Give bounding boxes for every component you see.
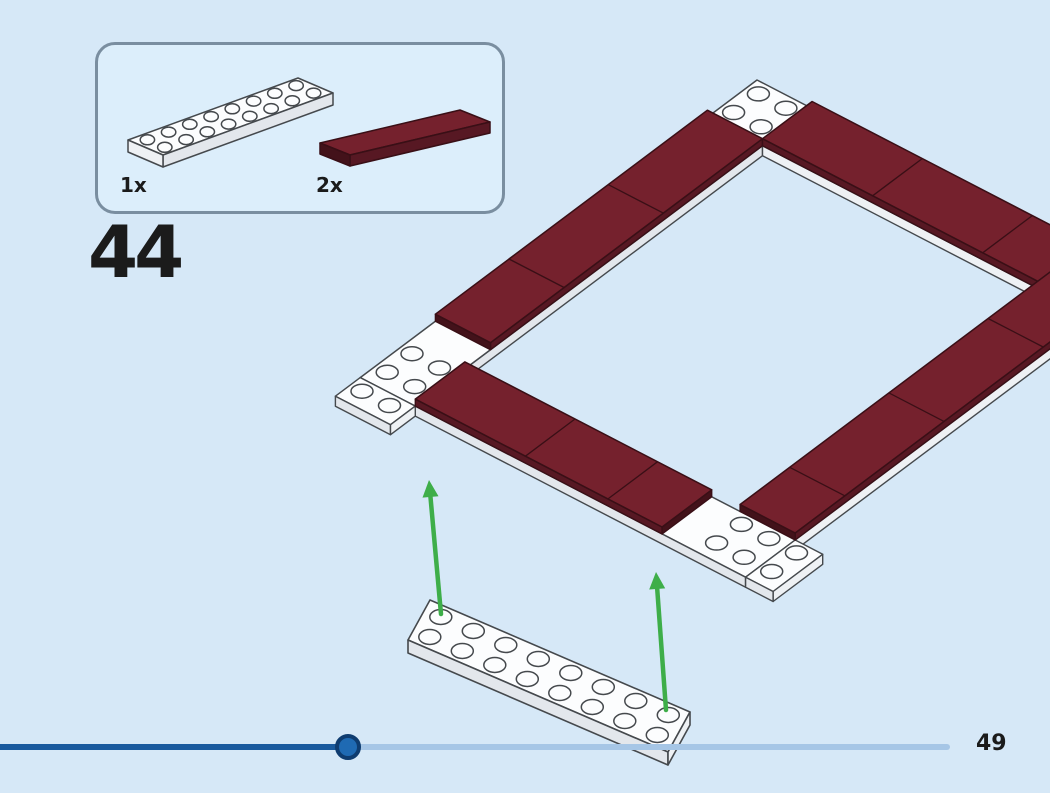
stud <box>548 684 572 702</box>
step-number: 44 <box>88 210 184 294</box>
tile-joint <box>525 418 576 457</box>
stud <box>613 712 637 730</box>
stud <box>139 134 156 146</box>
stud <box>591 678 616 696</box>
progress-track-empty[interactable] <box>347 744 950 750</box>
tile-joint <box>607 184 664 214</box>
stud <box>721 104 746 121</box>
frame-plate-end-side <box>744 576 774 603</box>
placement-arrow-head <box>422 480 439 498</box>
placement-arrow-icon <box>427 491 444 617</box>
stud <box>305 87 322 99</box>
dark-red-tile-1x4 <box>319 109 491 167</box>
stud <box>266 87 283 100</box>
stud <box>350 383 374 399</box>
tile-band-top <box>414 361 713 528</box>
stud <box>418 628 442 646</box>
stud <box>461 622 486 640</box>
stud <box>749 119 773 135</box>
stud <box>199 126 216 138</box>
callout-tile-side <box>319 142 351 167</box>
progress-knob[interactable] <box>334 734 361 760</box>
stud <box>656 706 681 724</box>
tile-band-top <box>739 271 1050 534</box>
tile-joint <box>607 461 658 500</box>
stud <box>156 141 173 154</box>
stud <box>402 378 427 395</box>
stud <box>377 397 402 414</box>
stud <box>494 636 518 654</box>
stud <box>220 118 237 130</box>
stud <box>526 650 551 668</box>
tile-joint <box>888 392 945 422</box>
tile-joint <box>987 317 1044 348</box>
stud <box>624 692 648 710</box>
stud <box>427 360 452 376</box>
white-plate-2x8 <box>127 77 334 168</box>
placement-arrow-head <box>649 572 666 590</box>
stud <box>160 126 177 138</box>
stud <box>729 516 754 533</box>
stud <box>559 664 583 682</box>
stud <box>263 102 280 115</box>
stud <box>759 563 784 580</box>
stud <box>203 110 220 123</box>
stud <box>450 642 475 660</box>
part-quantity-label: 1x <box>120 173 147 197</box>
stud <box>774 100 798 116</box>
placement-arrows <box>422 480 669 713</box>
tile-joint <box>508 258 565 289</box>
tile-band-top <box>434 109 764 344</box>
frame-assembly <box>334 79 1050 603</box>
stud <box>284 95 301 107</box>
stud <box>746 86 771 102</box>
stud <box>515 670 540 688</box>
stud <box>732 549 756 566</box>
stud <box>224 103 241 115</box>
stud <box>483 656 507 674</box>
stud <box>181 118 198 131</box>
stud <box>645 726 670 744</box>
new-plate-top <box>407 599 691 753</box>
stud <box>178 133 195 146</box>
stud <box>400 345 424 362</box>
new-plate-side <box>667 711 691 766</box>
stud <box>784 545 809 561</box>
placement-arrow-icon <box>654 583 669 713</box>
parts-callout-illustration <box>127 77 491 168</box>
callout-plate-side <box>127 139 164 168</box>
stud <box>704 535 729 551</box>
tile-joint <box>872 158 923 197</box>
stud <box>288 79 305 92</box>
stud <box>580 698 605 716</box>
new-white-plate <box>407 599 691 766</box>
part-quantity-label: 2x <box>316 173 343 197</box>
stud <box>757 530 781 547</box>
stud <box>241 110 258 123</box>
frame-plate-end-side <box>389 405 416 436</box>
tile-joint <box>982 215 1033 254</box>
stud <box>375 364 399 381</box>
total-steps-label: 49 <box>976 731 1007 756</box>
parts-callout: 1x 2x <box>95 42 505 214</box>
progress-track-filled[interactable] <box>0 744 348 750</box>
tile-joint <box>789 466 846 497</box>
stud <box>245 95 262 107</box>
tile-band-top <box>761 100 1050 289</box>
